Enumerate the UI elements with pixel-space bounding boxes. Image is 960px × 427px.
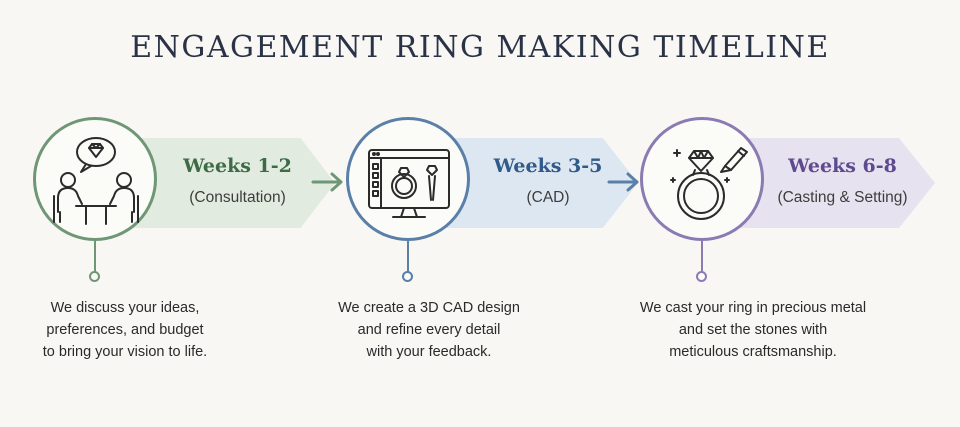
step-1-dot	[89, 271, 100, 282]
step-2-stem	[407, 241, 409, 272]
step-1-stem	[94, 241, 96, 272]
step-1-description: We discuss your ideas, preferences, and …	[42, 300, 208, 360]
step-2-phase: (CAD)	[526, 189, 570, 206]
page-title: ENGAGEMENT RING MAKING TIMELINE	[130, 30, 830, 65]
step-1-circle	[33, 117, 157, 241]
step-1-phase: (Consultation)	[189, 189, 286, 206]
step-2-dot	[402, 271, 413, 282]
arrow-right-icon	[607, 172, 639, 192]
cad-monitor-icon	[368, 149, 450, 218]
arrow-right-icon	[311, 172, 343, 192]
step-3-description: We cast your ring in precious metal and …	[639, 300, 867, 360]
consultation-icon	[53, 137, 139, 225]
step-3-circle	[640, 117, 764, 241]
step-2-description: We create a 3D CAD design and refine eve…	[338, 300, 520, 360]
step-3-phase: (Casting & Setting)	[777, 189, 908, 206]
step-2-weeks: Weeks 3-5	[493, 155, 603, 177]
step-3-weeks: Weeks 6-8	[788, 155, 897, 177]
ring-engraving-icon	[670, 147, 748, 220]
step-2-circle	[346, 117, 470, 241]
step-3-dot	[696, 271, 707, 282]
step-3-stem	[701, 241, 703, 272]
step-1-weeks: Weeks 1-2	[183, 155, 292, 177]
